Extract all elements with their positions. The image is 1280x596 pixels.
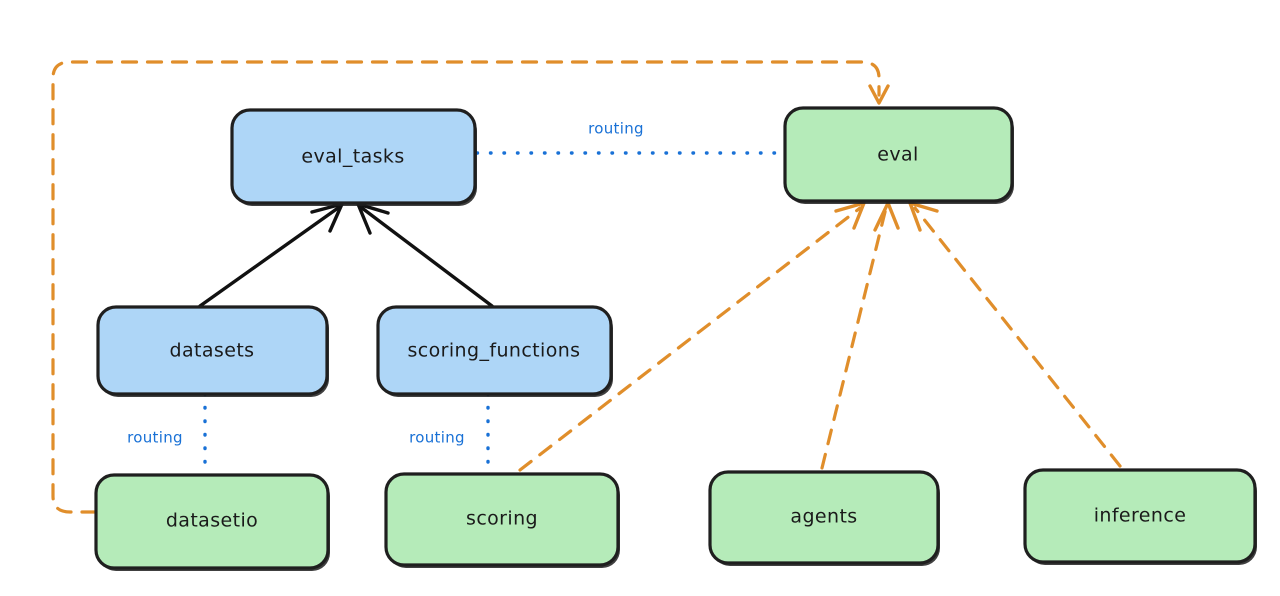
edge-datasetio-eval[interactable] bbox=[51, 60, 890, 514]
node-scoring_functions[interactable]: scoring_functions bbox=[376, 305, 613, 397]
node-body bbox=[1023, 468, 1257, 564]
arrowhead bbox=[868, 84, 890, 105]
node-datasetio[interactable]: datasetio bbox=[94, 473, 330, 571]
edge-inference-eval[interactable] bbox=[908, 201, 1122, 468]
edge-label-routing-eval: routing bbox=[588, 120, 644, 138]
node-label: scoring bbox=[466, 508, 538, 530]
nodes-group: eval_tasks eval datasets scoring_functio… bbox=[94, 106, 1257, 571]
node-eval[interactable]: eval bbox=[783, 106, 1014, 204]
edge-label-routing-datasetio: routing bbox=[127, 429, 183, 447]
edge-label-routing-scoring: routing bbox=[409, 429, 465, 447]
node-label: agents bbox=[790, 506, 857, 528]
node-body bbox=[384, 472, 620, 567]
node-label: datasetio bbox=[166, 510, 258, 532]
node-agents[interactable]: agents bbox=[708, 470, 940, 566]
edge-labels-group: routing routing routing bbox=[127, 120, 644, 447]
node-inference[interactable]: inference bbox=[1023, 468, 1257, 565]
node-label: eval bbox=[877, 144, 918, 166]
edge-path bbox=[913, 206, 1122, 468]
edge-scoring_functions-eval_tasks[interactable] bbox=[356, 202, 494, 308]
node-label: scoring_functions bbox=[408, 340, 581, 362]
node-body bbox=[708, 470, 940, 565]
edge-path bbox=[820, 206, 888, 470]
node-body bbox=[96, 305, 329, 396]
arrowhead bbox=[873, 201, 900, 232]
edge-agents-eval[interactable] bbox=[820, 201, 900, 470]
node-body bbox=[230, 108, 477, 205]
edge-datasets-eval_tasks[interactable] bbox=[198, 202, 344, 308]
edge-path bbox=[51, 60, 881, 514]
node-body bbox=[783, 106, 1014, 203]
edge-path bbox=[518, 206, 862, 472]
node-body bbox=[376, 305, 613, 396]
edge-path bbox=[198, 206, 340, 308]
node-eval_tasks[interactable]: eval_tasks bbox=[230, 108, 477, 206]
node-datasets[interactable]: datasets bbox=[96, 305, 329, 397]
edges-group bbox=[51, 60, 1122, 514]
node-scoring[interactable]: scoring bbox=[384, 472, 620, 568]
node-label: eval_tasks bbox=[301, 146, 404, 168]
edge-path bbox=[360, 206, 494, 308]
node-body bbox=[94, 473, 330, 570]
node-label: inference bbox=[1094, 505, 1187, 527]
node-label: datasets bbox=[170, 340, 255, 362]
